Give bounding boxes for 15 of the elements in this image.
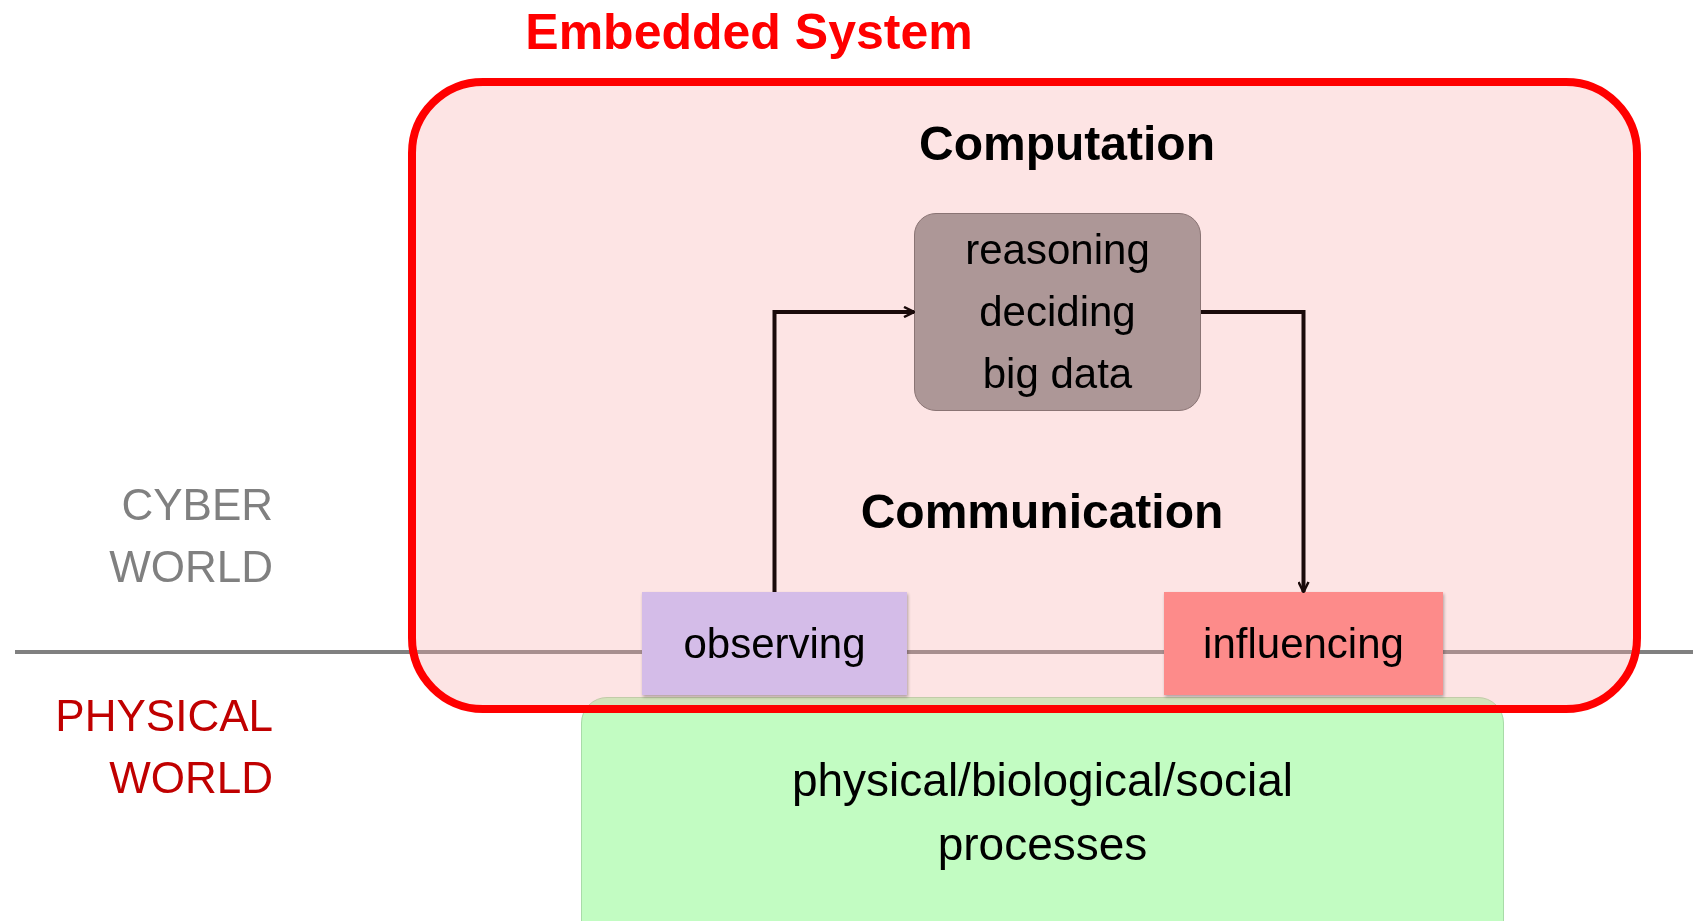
process-box bbox=[581, 697, 1504, 921]
node-text: influencing bbox=[1202, 618, 1405, 669]
node-text: observing bbox=[682, 618, 867, 669]
section-heading: Computation bbox=[918, 116, 1216, 172]
region-label: CYBER WORLD bbox=[108, 479, 273, 593]
process-box bbox=[1164, 592, 1443, 695]
arrow bbox=[772, 305, 916, 592]
process-box bbox=[914, 213, 1201, 411]
node-text: reasoning deciding big data bbox=[964, 225, 1151, 399]
region-label: PHYSICAL WORLD bbox=[54, 690, 273, 804]
section-heading: Communication bbox=[859, 484, 1225, 540]
arrow bbox=[1201, 310, 1310, 594]
process-box bbox=[642, 592, 907, 695]
node-text: physical/biological/social processes bbox=[790, 753, 1295, 872]
section-title: Embedded System bbox=[524, 3, 974, 62]
